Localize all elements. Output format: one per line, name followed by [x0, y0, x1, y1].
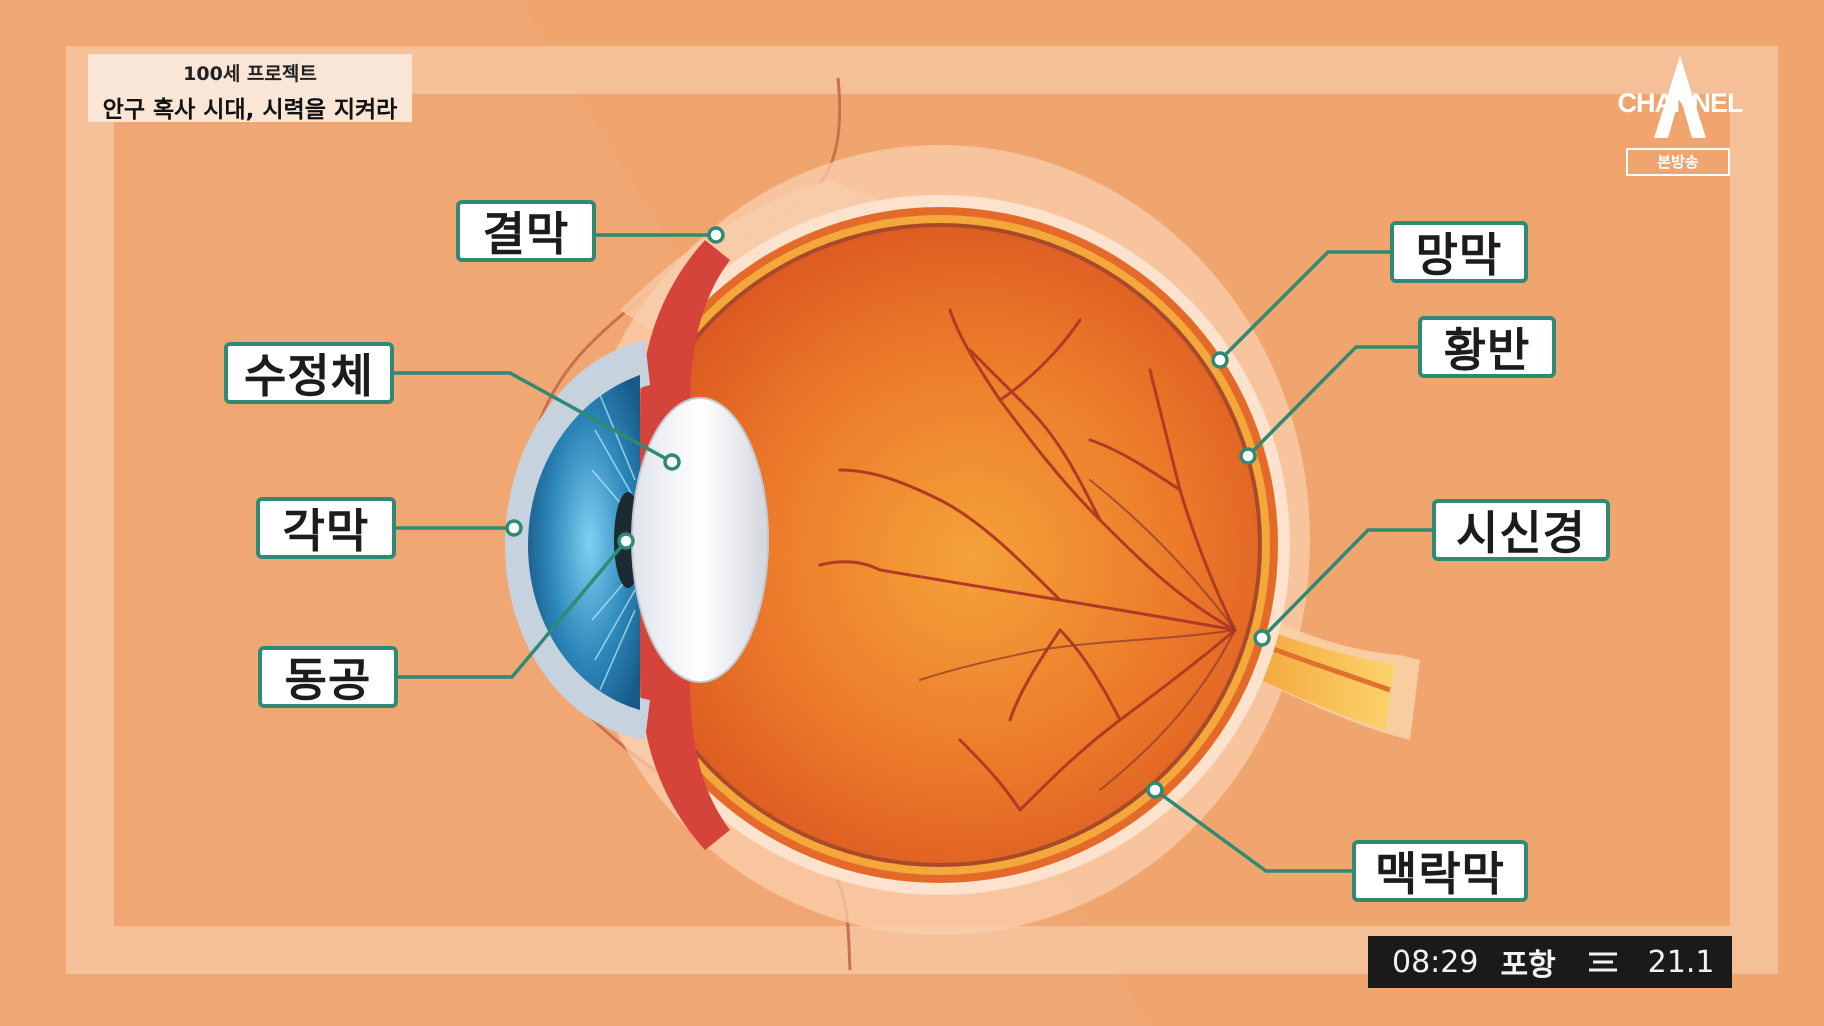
- channel-name: CHANNEL: [1617, 88, 1744, 118]
- leader-endpoints: [505, 226, 1271, 799]
- status-bar: 08:29 포항 21.1: [1368, 936, 1732, 988]
- leader-lines: [394, 233, 1432, 873]
- label-optic-nerve: 시신경: [1432, 499, 1610, 561]
- label-cornea: 각막: [256, 497, 396, 559]
- lens-shape: [631, 397, 769, 683]
- status-time: 08:29: [1392, 944, 1479, 980]
- label-choroid: 맥락막: [1352, 840, 1528, 902]
- label-conjunctiva: 결막: [456, 200, 596, 262]
- label-retina: 망막: [1390, 221, 1528, 283]
- status-location: 포항: [1500, 948, 1556, 983]
- label-lens: 수정체: [224, 342, 394, 404]
- episode-title: 안구 혹사 시대, 시력을 지켜라: [102, 97, 398, 123]
- broadcast-badge: 본방송: [1626, 148, 1730, 176]
- program-title-box: 100세 프로젝트 안구 혹사 시대, 시력을 지켜라: [88, 54, 412, 123]
- channel-a-icon: [1654, 56, 1706, 138]
- retinal-veins: [919, 479, 1236, 791]
- haze-icon: [1586, 949, 1620, 975]
- program-series: 100세 프로젝트: [183, 63, 317, 85]
- label-macula: 황반: [1418, 316, 1556, 378]
- vitreous-body: [622, 227, 1258, 863]
- retinal-vessels: [818, 308, 1237, 812]
- channel-logo: CHANNEL 본방송: [1612, 52, 1748, 182]
- status-temperature: 21.1: [1647, 944, 1715, 980]
- label-pupil: 동공: [258, 646, 398, 708]
